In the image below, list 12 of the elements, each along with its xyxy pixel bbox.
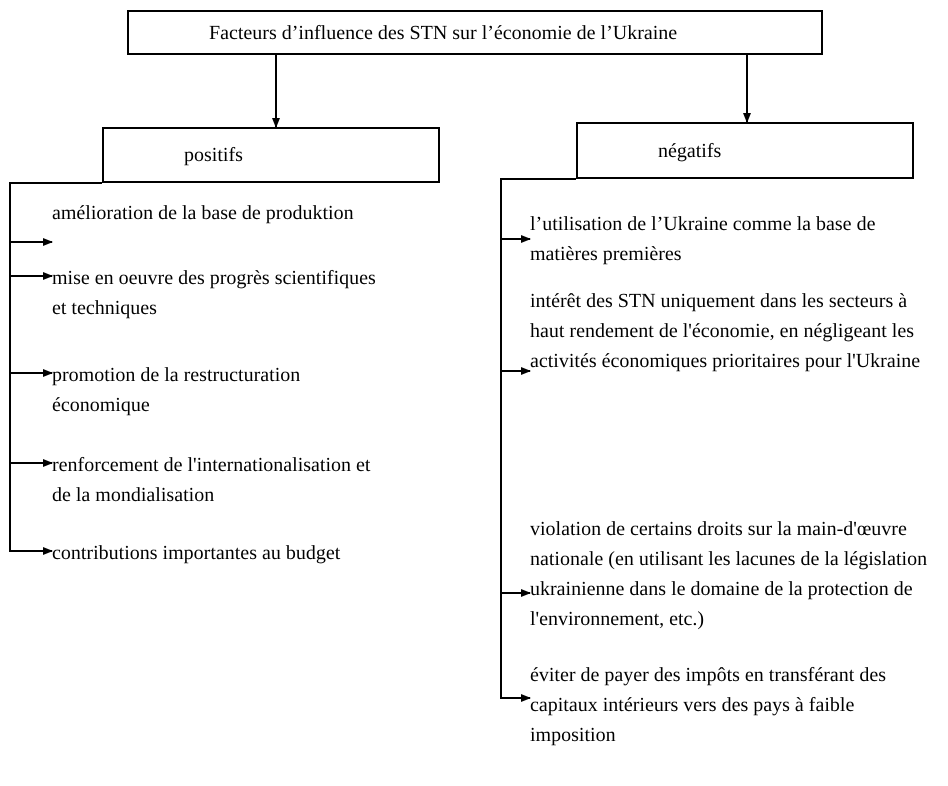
category-box: positifs bbox=[102, 127, 440, 183]
arrow bbox=[743, 55, 751, 123]
factor-text: contributions importantes au budget bbox=[52, 538, 412, 568]
arrow bbox=[272, 55, 280, 128]
factor-text: mise en oeuvre des progrès scientifiques et techniques bbox=[52, 263, 382, 323]
factor-text: amélioration de la base de produktion bbox=[52, 198, 382, 258]
factor-text: l’utilisation de l’Ukraine comme la base de matières premières bbox=[530, 209, 940, 269]
factor-text: promotion de la restructuration économique bbox=[52, 360, 382, 420]
factor-text: renforcement de l'internationalisation et de la mondialisation bbox=[52, 450, 382, 540]
category-box: négatifs bbox=[576, 122, 914, 179]
category-box: Facteurs d’influence des STN sur l’économie de l’Ukraine bbox=[127, 10, 823, 55]
factor-text: intérêt des STN uniquement dans les secteurs à haut rendement de l'économie, en négligeant les activités économiques prioritaires pour l'Ukraine bbox=[530, 286, 940, 436]
